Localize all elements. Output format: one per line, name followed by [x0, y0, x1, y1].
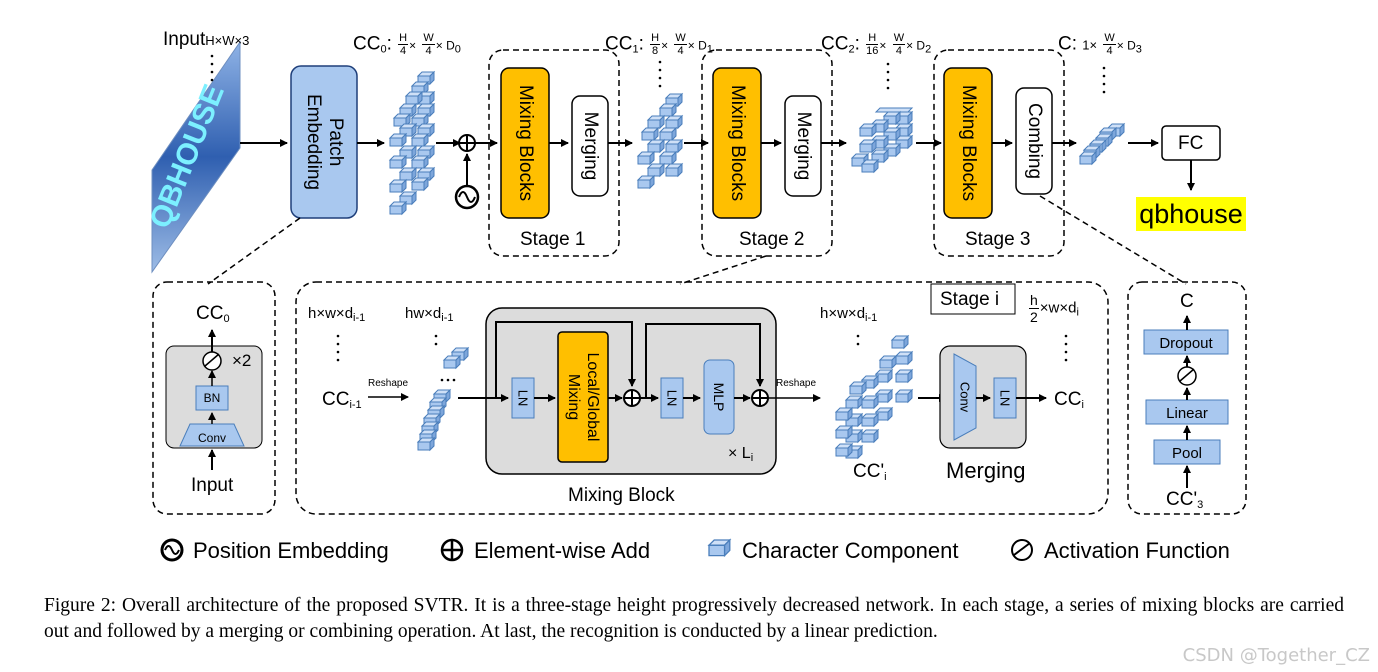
cc2-cube-stack: [851, 107, 914, 173]
fc-label: FC: [1178, 133, 1204, 154]
patch-activation-icon: [202, 351, 222, 371]
merging-conv-label: Conv: [957, 381, 973, 413]
figure-caption: Figure 2: Overall architecture of the pr…: [44, 595, 1344, 642]
position-embedding-icon-top: [454, 184, 480, 210]
pool-box: [1153, 439, 1221, 465]
patch-times2-label: ×2: [232, 351, 252, 370]
stage3-mixing-label: Mixing Blocks: [958, 84, 979, 202]
position-embedding-icon: [160, 538, 184, 562]
shape-in-label: h×w×di-1: [308, 305, 366, 324]
add-icon-mix1: [623, 389, 641, 407]
stage3-combing-label: Combing: [1024, 102, 1045, 180]
combining-c-label: C: [1180, 291, 1194, 312]
cc-prime-cube-stack: [835, 335, 913, 459]
cc-i-label: CCi: [1054, 389, 1084, 411]
combining-activation-icon: [1177, 366, 1197, 386]
mlp-label: MLP: [711, 382, 727, 412]
ln3-label: LN: [997, 389, 1013, 407]
patch-cc0-label: CC0: [196, 303, 230, 325]
stage1-mixing-label: Mixing Blocks: [515, 84, 536, 202]
linear-label: Linear: [1166, 405, 1208, 422]
stage-i-label: Stage i: [940, 289, 1000, 310]
cc-prime-label: CC'i: [853, 461, 887, 483]
stage-detail-frame: [295, 281, 1109, 515]
ln1-label: LN: [515, 389, 531, 407]
stage2-merging-label: Merging: [793, 111, 814, 181]
legend-position-embedding: Position Embedding: [193, 538, 389, 563]
element-wise-add-icon: [440, 538, 464, 562]
combining-detail-frame: [1127, 281, 1247, 515]
legend-activation-function: Activation Function: [1044, 538, 1230, 563]
watermark: CSDN @Together_CZ: [1182, 645, 1370, 666]
stage2-label: Stage 2: [739, 229, 805, 250]
shape-out-label: h×w×di-1: [820, 305, 878, 324]
output-prediction: qbhouse: [1136, 197, 1246, 231]
merging-conv-trapezoid: [953, 353, 977, 441]
activation-function-icon: [1011, 539, 1033, 561]
patch-bn-label: BN: [203, 391, 221, 405]
legend-character-component: Character Component: [742, 538, 959, 563]
patch-input-label: Input: [191, 475, 234, 496]
dropout-box: [1143, 329, 1229, 355]
stage1-merging-label: Merging: [580, 111, 601, 181]
patch-bn-box: [195, 385, 229, 411]
input-label: InputH×W×3: [163, 29, 250, 50]
stage2-merging: [784, 95, 822, 197]
stage1-frame: [488, 49, 620, 257]
patch-conv-trapezoid: [179, 423, 245, 447]
stage3-label: Stage 3: [965, 229, 1031, 250]
character-component-icon: [708, 539, 731, 557]
stage3-frame: [933, 49, 1065, 257]
merging-label: Merging: [946, 458, 1026, 483]
stage1-merging: [571, 95, 609, 197]
mixing-block-label: Mixing Block: [568, 485, 675, 506]
stage-i-box: [930, 283, 1016, 315]
dropout-label: Dropout: [1159, 335, 1213, 352]
patch-conv-label: Conv: [197, 431, 226, 445]
add-icon-mix2: [751, 389, 769, 407]
shape-flat-label: hw×di-1: [405, 305, 454, 324]
stage3-combing: [1015, 87, 1053, 195]
cc0-cube-stack: [389, 71, 435, 215]
cc1-cube-stack: [637, 93, 683, 189]
legend-element-wise-add: Element-wise Add: [474, 538, 651, 563]
input-image: QBHOUSE: [143, 40, 241, 274]
cc3-label: CC'3: [1166, 489, 1204, 511]
add-icon-top: [458, 134, 476, 152]
times-li-label: × Li: [728, 445, 754, 464]
pool-label: Pool: [1171, 445, 1203, 462]
cc-in-label: CCi-1: [322, 389, 362, 411]
stage1-label: Stage 1: [520, 229, 586, 250]
stage2-frame: [701, 49, 833, 257]
linear-box: [1145, 399, 1229, 425]
c-cube-stack: [1079, 123, 1125, 165]
reshape2-label: Reshape: [776, 378, 817, 389]
stage2-mixing-label: Mixing Blocks: [727, 84, 748, 202]
reshape1-label: Reshape: [368, 378, 409, 389]
ln2-label: LN: [664, 389, 680, 407]
